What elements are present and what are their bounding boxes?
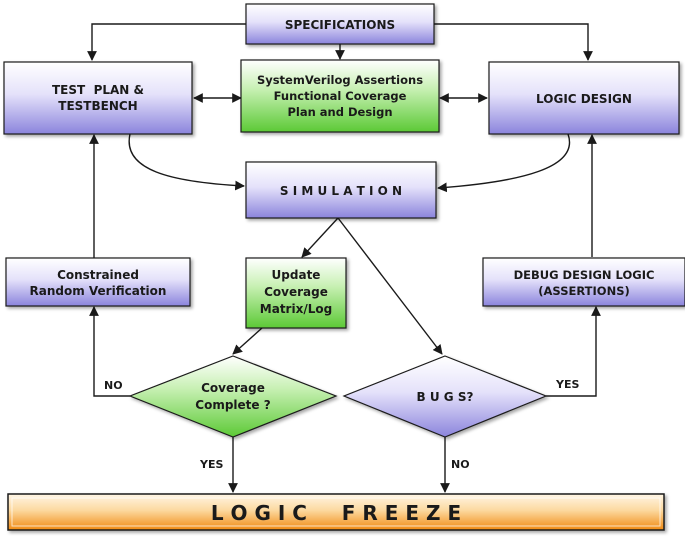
debug-label-1: DEBUG DESIGN LOGIC bbox=[514, 268, 655, 282]
no-left-label: NO bbox=[104, 379, 123, 392]
edge-update-to-coverage bbox=[232, 327, 263, 355]
debug-label-2: (ASSERTIONS) bbox=[538, 284, 629, 298]
sva-label-3: Plan and Design bbox=[287, 105, 392, 119]
edge-bugs-yes bbox=[546, 306, 601, 397]
coverage-complete-label-1: Coverage bbox=[201, 381, 265, 395]
sva-label-1: SystemVerilog Assertions bbox=[257, 73, 423, 87]
bugs-label: B U G S? bbox=[417, 390, 474, 404]
node-debug: DEBUG DESIGN LOGIC (ASSERTIONS) bbox=[482, 257, 685, 307]
node-constrained: Constrained Random Verification bbox=[5, 257, 191, 307]
specifications-label: SPECIFICATIONS bbox=[285, 18, 395, 32]
update-coverage-label-2: Coverage bbox=[264, 285, 328, 299]
edge-testplan-to-simulation bbox=[128, 133, 245, 191]
logic-design-label: LOGIC DESIGN bbox=[536, 92, 632, 106]
test-plan-label-1: TEST PLAN & bbox=[52, 83, 144, 97]
constrained-label-2: Random Verification bbox=[30, 284, 167, 298]
test-plan-label-2: TESTBENCH bbox=[58, 99, 137, 113]
node-sva: SystemVerilog Assertions Functional Cove… bbox=[240, 59, 440, 133]
node-logic-design: LOGIC DESIGN bbox=[488, 61, 680, 135]
edge-spec-to-testplan bbox=[87, 23, 246, 61]
connectors bbox=[87, 23, 601, 493]
edge-simulation-to-bugs bbox=[337, 217, 443, 355]
node-specifications: SPECIFICATIONS bbox=[245, 3, 435, 45]
logic-freeze-label: L O G I C F R E E Z E bbox=[211, 501, 461, 525]
node-simulation: S I M U L A T I O N bbox=[245, 161, 437, 219]
node-test-plan: TEST PLAN & TESTBENCH bbox=[3, 61, 193, 135]
node-bugs: B U G S? bbox=[342, 355, 548, 438]
coverage-complete-label-2: Complete ? bbox=[195, 398, 270, 412]
no-bottom-label: NO bbox=[451, 458, 470, 471]
simulation-label: S I M U L A T I O N bbox=[280, 184, 402, 198]
constrained-label-1: Constrained bbox=[57, 268, 139, 282]
sva-label-2: Functional Coverage bbox=[274, 89, 407, 103]
edge-simulation-to-update bbox=[301, 217, 339, 258]
edge-logicdesign-to-simulation bbox=[437, 133, 571, 193]
edge-coverage-no bbox=[89, 306, 130, 397]
update-coverage-label-1: Update bbox=[272, 268, 321, 282]
update-coverage-label-3: Matrix/Log bbox=[260, 302, 332, 316]
node-logic-freeze: L O G I C F R E E Z E bbox=[7, 493, 665, 531]
yes-right-label: YES bbox=[555, 378, 579, 391]
node-update-coverage: Update Coverage Matrix/Log bbox=[245, 257, 347, 329]
yes-left-label: YES bbox=[199, 458, 223, 471]
node-coverage-complete: Coverage Complete ? bbox=[128, 355, 338, 438]
edge-spec-to-logicdesign bbox=[434, 23, 593, 61]
